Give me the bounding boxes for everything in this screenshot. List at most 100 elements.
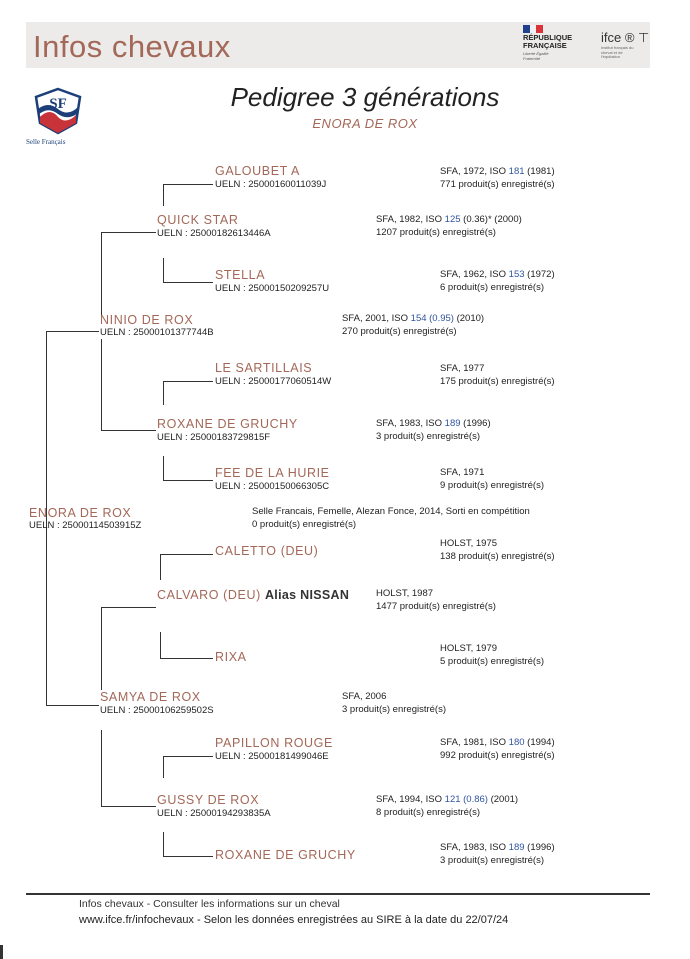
connector-samya-up [101, 607, 102, 690]
rf-line2: FRANÇAISE [523, 41, 567, 50]
products-calvaro: 1477 produit(s) enregistré(s) [376, 600, 496, 612]
info-text: SFA, 1983, ISO [376, 418, 445, 429]
info-text: (1996) [524, 842, 555, 853]
info-samya: SFA, 2006 3 produit(s) enregistré(s) [342, 691, 446, 716]
info-galoubet: SFA, 1972, ISO 181 (1981) 771 produit(s)… [440, 166, 555, 191]
ueln-gussy: UELN : 25000194293835A [157, 808, 271, 819]
info-text: SFA, 1994, ISO [376, 794, 445, 805]
horse-name-roxane1[interactable]: ROXANE DE GRUCHY [157, 417, 298, 431]
ifce-subtitle: Institut français du cheval et de l'équi… [601, 45, 634, 59]
info-text: (1972) [524, 269, 555, 280]
info-text: SFA, 1982, ISO [376, 214, 445, 225]
products-samya: 3 produit(s) enregistré(s) [342, 703, 447, 715]
horse-name-calvaro[interactable]: CALVARO (DEU) Alias NISSAN [157, 588, 349, 602]
products-ninio: 270 produit(s) enregistré(s) [342, 325, 457, 337]
connector-fee [163, 480, 213, 481]
products-stella: 6 produit(s) enregistré(s) [440, 281, 545, 293]
info-calvaro: HOLST, 1987 1477 produit(s) enregistré(s… [376, 588, 496, 613]
header-band [26, 22, 650, 68]
connector-caletto [160, 554, 213, 555]
ifce-logo-block: ifce ® ⊤ Institut français du cheval et … [597, 30, 649, 60]
info-text: (1981) [524, 166, 555, 177]
iso-value: 189 [444, 418, 461, 429]
info-text: HOLST, 1987 [376, 588, 434, 599]
info-text: SFA, 1977 [440, 363, 485, 374]
site-title[interactable]: Infos chevaux [33, 29, 231, 64]
info-text: HOLST, 1979 [440, 643, 498, 654]
horse-name-ninio[interactable]: NINIO DE ROX [100, 313, 194, 327]
page-title: Pedigree 3 générations [230, 82, 500, 112]
horse-name-fee[interactable]: FEE DE LA HURIE [215, 466, 330, 480]
calvaro-alias: Alias NISSAN [264, 588, 350, 602]
info-text: (2001) [487, 794, 519, 805]
info-fee: SFA, 1971 9 produit(s) enregistré(s) [440, 467, 544, 492]
info-text: SFA, 2001, ISO [342, 313, 411, 324]
ueln-ninio: UELN : 25000101377744B [100, 327, 214, 338]
products-roxane2: 3 produit(s) enregistré(s) [440, 854, 545, 866]
connector-fee-v [163, 456, 164, 480]
iso-value: 180 [508, 737, 525, 748]
iso-value: 153 [508, 269, 525, 280]
connector-samya [46, 705, 99, 706]
iso-value: 125 [444, 214, 461, 225]
iso-value: 189 [508, 842, 525, 853]
info-rixa: HOLST, 1979 5 produit(s) enregistré(s) [440, 643, 544, 668]
iso-value: 181 [508, 166, 525, 177]
info-enora: Selle Francais, Femelle, Alezan Fonce, 2… [252, 506, 530, 531]
info-sartillais: SFA, 1977 175 produit(s) enregistré(s) [440, 363, 555, 388]
iso-value: 154 (0.95) [410, 313, 454, 324]
connector-galoubet [163, 184, 213, 185]
horse-name-galoubet[interactable]: GALOUBET A [215, 164, 300, 178]
products-caletto: 138 produit(s) enregistré(s) [440, 550, 555, 562]
horse-name-quickstar[interactable]: QUICK STAR [157, 213, 239, 227]
connector-gussy [101, 806, 156, 807]
rf-line1: RÉPUBLIQUE [523, 33, 573, 42]
connector-samya-down [101, 730, 102, 806]
footer-line2[interactable]: www.ifce.fr/infochevaux - Selon les donn… [79, 914, 509, 926]
products-enora: 0 produit(s) enregistré(s) [252, 518, 357, 530]
info-stella: SFA, 1962, ISO 153 (1972) 6 produit(s) e… [440, 269, 555, 294]
horse-name-sartillais[interactable]: LE SARTILLAIS [215, 361, 313, 375]
products-quickstar: 1207 produit(s) enregistré(s) [376, 226, 496, 238]
connector-roxane2 [163, 856, 213, 857]
connector-papillon [163, 756, 213, 757]
info-text: Selle Francais, Femelle, Alezan Fonce, 2… [252, 506, 530, 517]
horse-name-samya[interactable]: SAMYA DE ROX [100, 690, 201, 704]
calvaro-name: CALVARO (DEU) [157, 588, 261, 602]
connector-papillon-v [163, 756, 164, 778]
info-text: (1994) [524, 737, 555, 748]
connector-rixa [160, 658, 213, 659]
ueln-quickstar: UELN : 25000182613446A [157, 228, 271, 239]
connector-quickstar [101, 232, 156, 233]
info-papillon: SFA, 1981, ISO 180 (1994) 992 produit(s)… [440, 737, 555, 762]
info-text: SFA, 1971 [440, 467, 485, 478]
ueln-papillon: UELN : 25000181499046E [215, 751, 329, 762]
horse-name-rixa[interactable]: RIXA [215, 650, 247, 664]
connector-sartillais-v [163, 381, 164, 405]
ueln-samya: UELN : 25000106259502S [100, 705, 214, 716]
info-text: (1996) [460, 418, 491, 429]
horse-name-papillon[interactable]: PAPILLON ROUGE [215, 736, 333, 750]
connector-galoubet-v [163, 184, 164, 206]
products-fee: 9 produit(s) enregistré(s) [440, 479, 545, 491]
horse-name-gussy[interactable]: GUSSY DE ROX [157, 793, 260, 807]
info-ninio: SFA, 2001, ISO 154 (0.95) (2010) 270 pro… [342, 313, 484, 338]
connector-ninio-up [101, 232, 102, 315]
horse-name-stella[interactable]: STELLA [215, 268, 266, 282]
info-text: (0.36)* (2000) [460, 214, 522, 225]
info-gussy: SFA, 1994, ISO 121 (0.86) (2001) 8 produ… [376, 794, 518, 819]
footer-line1: Infos chevaux - Consulter les informatio… [79, 898, 340, 910]
page-edge-mark [0, 945, 3, 959]
iso-value: 121 (0.86) [444, 794, 488, 805]
ueln-roxane1: UELN : 25000183729815F [157, 432, 271, 443]
horse-name-caletto[interactable]: CALETTO (DEU) [215, 544, 319, 558]
connector-calvaro [101, 607, 156, 608]
connector-sartillais [163, 381, 213, 382]
horse-name-enora[interactable]: ENORA DE ROX [29, 506, 132, 520]
ueln-stella: UELN : 25000150209257U [215, 283, 330, 294]
footer-divider [26, 893, 650, 895]
sf-caption: Selle Français [26, 138, 66, 146]
products-galoubet: 771 produit(s) enregistré(s) [440, 178, 555, 190]
horse-name-roxane2[interactable]: ROXANE DE GRUCHY [215, 848, 356, 862]
connector-stella [163, 282, 213, 283]
